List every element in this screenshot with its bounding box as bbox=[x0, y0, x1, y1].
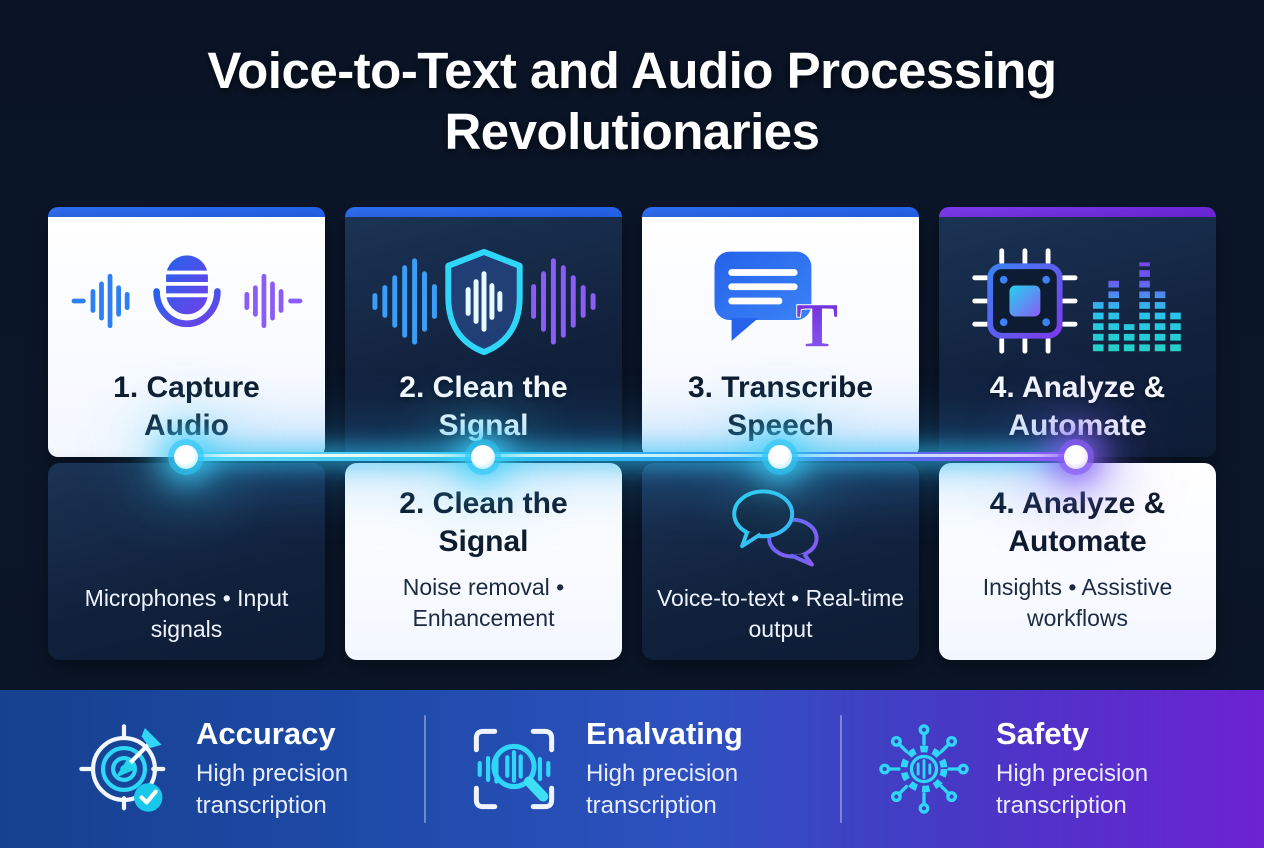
svg-text:T: T bbox=[796, 291, 838, 358]
gear-network-icon bbox=[878, 723, 970, 815]
footer-divider bbox=[840, 715, 842, 823]
footer-divider bbox=[424, 715, 426, 823]
step-title: 2. Clean the Signal bbox=[399, 371, 568, 442]
footer-item-title: Accuracy bbox=[196, 716, 336, 752]
card-accent-bar bbox=[48, 207, 325, 217]
chat-bubbles-icon bbox=[725, 485, 837, 569]
microphone-soundwave-icon bbox=[68, 239, 306, 363]
step-card-3: T 3. Transcribe Speech bbox=[642, 207, 919, 660]
step-detail-title: 2. Clean the Signal bbox=[399, 487, 568, 558]
steps-row: 1. Capture Audio bbox=[48, 207, 1216, 660]
step-title: 3. Transcribe Speech bbox=[687, 371, 874, 442]
step-detail-text: Noise removal • Enhancement bbox=[402, 574, 565, 632]
step-card-2: 2. Clean the Signal 2. Clean the Signal … bbox=[345, 207, 622, 660]
card-accent-bar bbox=[345, 207, 622, 217]
step-card-1: 1. Capture Audio bbox=[48, 207, 325, 660]
shield-soundwave-icon bbox=[365, 239, 603, 363]
footer-item-accuracy: Accuracy High precision transcription bbox=[78, 690, 406, 848]
timeline bbox=[186, 452, 1077, 461]
step-detail-title: 4. Analyze & Automate bbox=[989, 487, 1166, 558]
step-card-4: 4. Analyze & Automate 4. Analyze & Autom… bbox=[939, 207, 1216, 660]
speech-bubble-letter-icon: T bbox=[686, 239, 876, 363]
target-check-icon bbox=[78, 723, 170, 815]
footer-item-title: Safety bbox=[996, 716, 1090, 752]
step-title: 1. Capture Audio bbox=[113, 371, 260, 442]
footer-bar: Accuracy High precision transcription bbox=[0, 690, 1264, 848]
step-detail-text: Voice-to-text • Real-time output bbox=[656, 585, 905, 643]
step-title: 4. Analyze & Automate bbox=[989, 371, 1166, 442]
timeline-node-2 bbox=[471, 445, 495, 469]
soundwave-icon bbox=[74, 485, 299, 569]
magnifier-soundwave-icon bbox=[468, 723, 560, 815]
footer-item-evaluating: Enalvating High precision transcription bbox=[468, 690, 796, 848]
step-detail-text: Microphones • Input signals bbox=[84, 585, 289, 643]
step-detail-text: Insights • Assistive workflows bbox=[982, 574, 1173, 632]
footer-item-safety: Safety High precision transcription bbox=[878, 690, 1206, 848]
timeline-node-3 bbox=[768, 445, 792, 469]
cpu-equalizer-icon bbox=[967, 239, 1189, 363]
footer-item-subtitle: High precision transcription bbox=[586, 760, 739, 819]
card-accent-bar bbox=[642, 207, 919, 217]
timeline-node-1 bbox=[174, 445, 198, 469]
footer-item-subtitle: High precision transcription bbox=[996, 760, 1149, 819]
footer-item-subtitle: High precision transcription bbox=[196, 760, 349, 819]
timeline-node-4 bbox=[1064, 445, 1088, 469]
card-accent-bar bbox=[939, 207, 1216, 217]
page-title: Voice-to-Text and Audio Processing Revol… bbox=[207, 42, 1057, 161]
footer-item-title: Enalvating bbox=[586, 716, 743, 752]
